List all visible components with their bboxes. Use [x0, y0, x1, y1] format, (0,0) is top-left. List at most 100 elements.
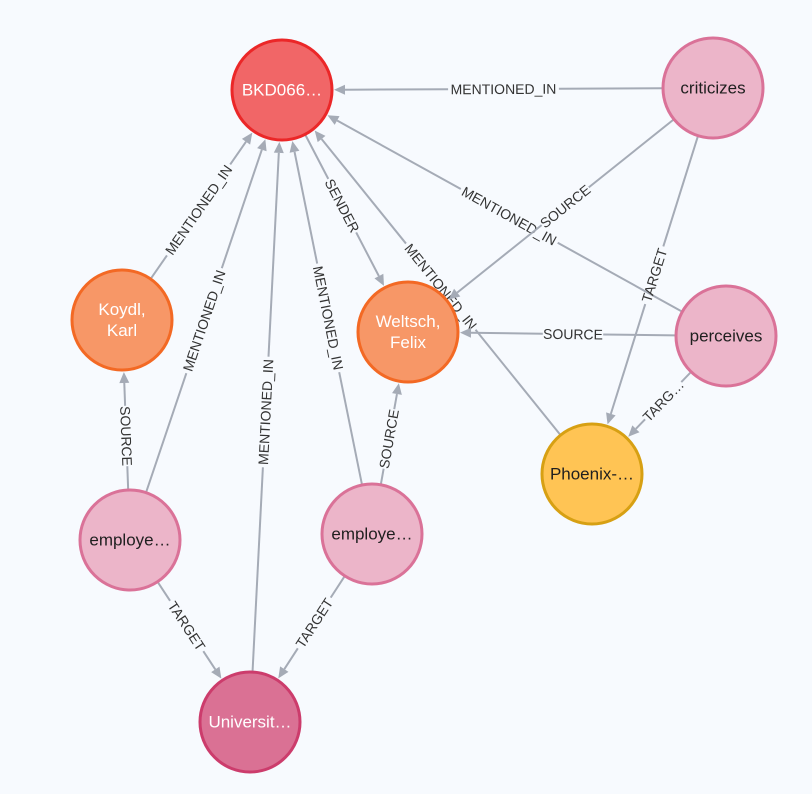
- relationship-line-start: [662, 136, 699, 247]
- relationship-line-end: [355, 232, 380, 277]
- arrowhead-icon: [392, 383, 402, 395]
- relationship-employ1-koydl[interactable]: SOURCE: [117, 371, 135, 490]
- relationship-type-label: SOURCE: [537, 181, 594, 231]
- arrowhead-icon: [606, 412, 616, 425]
- relationship-line-end: [293, 151, 319, 264]
- node-circle[interactable]: [661, 36, 765, 140]
- relationship-line-end: [635, 418, 646, 430]
- node-circle[interactable]: [230, 38, 334, 142]
- relationship-line-start: [603, 333, 676, 337]
- node-caption: Koydl,: [98, 300, 145, 319]
- relationship-type-label: SOURCE: [543, 326, 603, 343]
- relationship-employ1-univ[interactable]: TARGET: [157, 582, 222, 679]
- relationship-type-label: SOURCE: [376, 408, 402, 470]
- node-circle[interactable]: [78, 488, 182, 592]
- arrowhead-icon: [333, 84, 346, 95]
- node-circle[interactable]: [356, 280, 460, 384]
- arrowhead-icon: [314, 130, 326, 143]
- relationship-line-start: [680, 371, 692, 383]
- arrowhead-icon: [628, 425, 640, 437]
- node-caption: Phoenix-…: [550, 465, 634, 484]
- node-circle[interactable]: [198, 670, 302, 774]
- node-weltsch-felix[interactable]: Weltsch, Felix: [356, 280, 460, 384]
- arrowhead-icon: [241, 132, 253, 145]
- relationship-employ2-bkd[interactable]: MENTIONED_IN: [289, 140, 363, 485]
- relationship-line-start: [329, 576, 346, 599]
- arrowhead-icon: [211, 666, 222, 679]
- relationship-type-label: SENDER: [322, 176, 363, 235]
- relationship-perceives-phoenix[interactable]: TARG…: [628, 371, 692, 437]
- node-caption: Karl: [107, 321, 137, 340]
- relationship-line-end: [123, 382, 127, 406]
- relationship-line-end: [336, 119, 462, 190]
- node-caption: Universit…: [208, 713, 291, 732]
- node-circle[interactable]: [320, 482, 424, 586]
- relationship-type-label: MENTIONED_IN: [180, 268, 229, 373]
- relationship-type-label: MENTIONED_IN: [255, 359, 276, 465]
- node-circle[interactable]: [674, 284, 778, 388]
- relationship-employ2-univ[interactable]: TARGET: [278, 576, 346, 679]
- relationship-line-start: [145, 372, 188, 493]
- arrowhead-icon: [119, 371, 130, 384]
- relationship-line-end: [456, 224, 543, 294]
- node-criticizes[interactable]: criticizes: [661, 36, 765, 140]
- arrowhead-icon: [327, 115, 340, 125]
- arrowhead-icon: [374, 273, 384, 286]
- relationship-line-start: [157, 582, 171, 602]
- relationship-univ-bkd[interactable]: MENTIONED_IN: [251, 141, 284, 672]
- node-employee-middle[interactable]: employe…: [320, 482, 424, 586]
- relationship-line-start: [126, 466, 130, 490]
- relationship-line-start: [379, 468, 385, 484]
- relationship-line-end: [393, 393, 398, 410]
- node-caption: Weltsch,: [376, 312, 441, 331]
- relationship-koydl-bkd[interactable]: MENTIONED_IN: [150, 132, 253, 279]
- relationship-line-end: [229, 141, 247, 166]
- node-university[interactable]: Universit…: [198, 670, 302, 774]
- node-koydl-karl[interactable]: Koydl, Karl: [70, 268, 174, 372]
- relationship-line-end: [320, 138, 407, 245]
- arrowhead-icon: [459, 327, 472, 338]
- node-caption: employe…: [331, 525, 412, 544]
- relationship-line-end: [609, 303, 647, 415]
- node-caption: criticizes: [680, 79, 745, 98]
- arrowhead-icon: [273, 141, 284, 154]
- relationship-line-start: [338, 371, 363, 485]
- node-perceives[interactable]: perceives: [674, 284, 778, 388]
- relationship-line-end: [283, 647, 299, 670]
- relationship-criticizes-bkd[interactable]: MENTIONED_IN: [333, 81, 663, 98]
- relationship-type-label: MENTIONED_IN: [310, 264, 347, 371]
- relationship-type-label: SOURCE: [117, 406, 135, 466]
- node-caption: BKD066…: [242, 81, 322, 100]
- arrowhead-icon: [278, 666, 289, 679]
- relationship-line-start: [557, 241, 682, 313]
- relationship-type-label: MENTIONED_IN: [162, 162, 236, 258]
- arrowhead-icon: [289, 140, 300, 153]
- relationship-type-label: TARG…: [639, 377, 687, 425]
- node-caption: perceives: [690, 327, 763, 346]
- relationship-type-label: TARGET: [292, 595, 336, 651]
- relationship-criticizes-phoenix[interactable]: TARGET: [606, 136, 699, 425]
- arrowhead-icon: [448, 288, 461, 300]
- relationship-line-start: [304, 134, 330, 180]
- relationship-line-end: [202, 650, 217, 670]
- relationship-type-label: MENTIONED_IN: [451, 81, 557, 98]
- node-circle[interactable]: [70, 268, 174, 372]
- relationship-line-start: [251, 467, 264, 672]
- relationship-line-end: [470, 331, 543, 335]
- arrowhead-icon: [257, 139, 267, 152]
- relationship-line-end: [267, 152, 280, 357]
- node-phoenix[interactable]: Phoenix-…: [540, 422, 644, 526]
- relationship-type-label: TARGET: [165, 598, 209, 654]
- relationship-employ2-weltsch[interactable]: SOURCE: [376, 383, 402, 484]
- relationship-line-start: [150, 254, 168, 279]
- relationship-perceives-weltsch[interactable]: SOURCE: [459, 326, 676, 343]
- node-bkd066[interactable]: BKD066…: [230, 38, 334, 142]
- node-employee-left[interactable]: employe…: [78, 488, 182, 592]
- node-caption: Felix: [390, 333, 426, 352]
- relationship-line-start: [474, 329, 561, 435]
- node-circle[interactable]: [540, 422, 644, 526]
- relationship-line-start: [588, 119, 674, 189]
- relationship-line-end: [220, 149, 263, 269]
